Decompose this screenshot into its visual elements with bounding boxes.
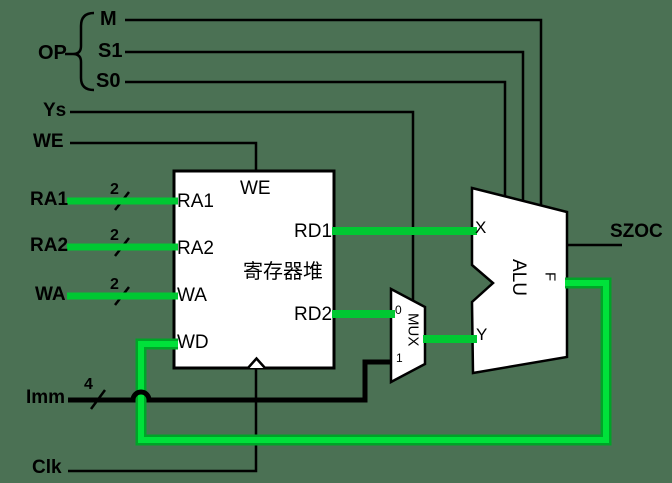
imm-bus-width: 4 <box>84 376 93 393</box>
alu-x-label: X <box>475 218 487 237</box>
clock-caret <box>247 356 266 369</box>
mux-shape <box>389 286 427 385</box>
imm-label: Imm <box>26 387 66 408</box>
s1-label: S1 <box>98 40 123 62</box>
alu-label: ALU <box>507 259 529 296</box>
ra1-label: RA1 <box>30 189 69 210</box>
alu-f-label: F <box>541 272 559 282</box>
clk-label: Clk <box>32 457 62 478</box>
ys-wire <box>70 110 415 301</box>
f-feedback-bus <box>138 280 609 443</box>
op-brace <box>72 11 95 92</box>
regfile-rd1-port: RD1 <box>294 221 333 242</box>
component-shapes <box>172 169 569 385</box>
regfile-ra2-port: RA2 <box>177 238 214 259</box>
register-file-box <box>172 169 336 370</box>
ra2-label: RA2 <box>30 235 69 256</box>
clk-wire <box>68 368 258 473</box>
wa-label: WA <box>35 284 66 305</box>
mux-label: MUX <box>404 313 422 347</box>
wa-bus-width: 2 <box>110 276 119 293</box>
green-buses <box>67 197 612 446</box>
ra2-bus-width: 2 <box>110 227 119 244</box>
mux-input1-label: 1 <box>396 351 403 365</box>
s0-wire <box>125 80 507 197</box>
regfile-wd-port: WD <box>177 332 209 353</box>
regfile-title: 寄存器堆 <box>243 261 323 283</box>
we-label: WE <box>33 131 64 152</box>
regfile-ra1-port: RA1 <box>177 191 214 212</box>
m-label: M <box>100 8 117 30</box>
we-wire <box>70 141 258 171</box>
imm-wire <box>68 359 392 403</box>
s1-wire <box>125 50 525 201</box>
szoc-label: SZOC <box>610 221 663 242</box>
alu-y-label: Y <box>476 325 488 344</box>
mux-input0-label: 0 <box>395 303 402 317</box>
m-wire <box>125 18 543 206</box>
regfile-rd2-port: RD2 <box>294 304 333 325</box>
s0-label: S0 <box>96 70 121 92</box>
regfile-wa-port: WA <box>177 285 207 306</box>
op-label: OP <box>38 42 67 64</box>
ra1-bus-width: 2 <box>110 181 119 198</box>
ys-label: Ys <box>43 100 67 121</box>
regfile-we-port: WE <box>240 178 271 199</box>
